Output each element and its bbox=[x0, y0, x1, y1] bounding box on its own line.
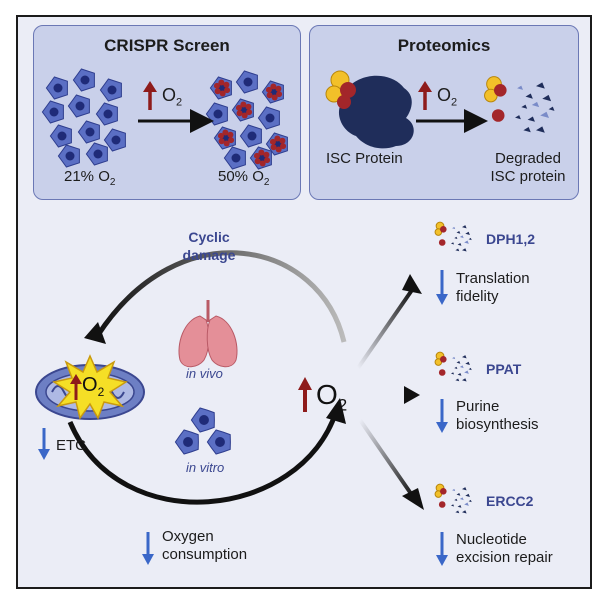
damaged-cell-icon bbox=[261, 80, 284, 104]
cell-icon bbox=[99, 78, 122, 102]
cell-icon bbox=[257, 106, 280, 130]
hyperoxia-cell-cluster bbox=[205, 70, 288, 170]
in-vivo-label: in vivo bbox=[186, 366, 223, 381]
proteomics-box: Proteomics bbox=[309, 25, 579, 200]
etc-down-arrow-icon bbox=[38, 428, 50, 460]
ppat-degraded-icon bbox=[434, 351, 472, 382]
cell-icon bbox=[223, 146, 246, 170]
cell-icon bbox=[190, 407, 215, 433]
cyclic-damage-arrow bbox=[95, 250, 347, 343]
lungs-icon bbox=[178, 300, 238, 368]
oxygen-consumption-down-arrow-icon bbox=[142, 532, 154, 565]
cell-icon bbox=[57, 144, 80, 168]
oxygen-consumption-arrowhead bbox=[326, 398, 346, 424]
proteomics-title: Proteomics bbox=[397, 36, 491, 55]
in-vitro-label: in vitro bbox=[186, 460, 225, 475]
cell-icon bbox=[239, 124, 262, 148]
arrowhead-ercc2 bbox=[402, 488, 424, 510]
cell-icon bbox=[95, 102, 118, 126]
oxygen-consumption-arrow bbox=[67, 411, 339, 505]
normoxia-cell-cluster bbox=[41, 68, 126, 168]
normoxia-label: 21% O2 bbox=[64, 168, 116, 188]
ppat-gene-label: PPAT bbox=[486, 361, 522, 377]
isc-protein-icon bbox=[325, 70, 414, 149]
center-o2-label: O2 bbox=[316, 379, 348, 415]
crispr-o2-label: O2 bbox=[162, 85, 183, 109]
arrow-to-ercc2 bbox=[358, 418, 416, 500]
damaged-cell-icon bbox=[231, 98, 254, 122]
cell-icon bbox=[85, 142, 108, 166]
cell-icon bbox=[67, 94, 90, 118]
mitochondrion-icon bbox=[35, 354, 145, 420]
purine-down-arrow-icon bbox=[436, 399, 448, 433]
ercc2-gene-label: ERCC2 bbox=[486, 493, 534, 509]
mitochondria-o2-label: O2 bbox=[82, 374, 105, 399]
ercc2-degraded-icon bbox=[434, 483, 472, 514]
damaged-cell-icon bbox=[213, 126, 236, 150]
cyclic-damage-arrowhead bbox=[84, 322, 106, 344]
crispr-screen-title: CRISPR Screen bbox=[104, 36, 230, 55]
translation-down-arrow-icon bbox=[436, 270, 448, 305]
oxidative-burst-icon bbox=[52, 354, 128, 420]
arrowhead-dph bbox=[402, 274, 422, 294]
cell-icon bbox=[205, 102, 228, 126]
damaged-cell-icon bbox=[209, 76, 232, 100]
cell-icon bbox=[41, 100, 64, 124]
cell-icon bbox=[206, 429, 231, 455]
oxygen-up-arrow-icon bbox=[298, 377, 312, 412]
arrowhead-ppat bbox=[404, 386, 420, 404]
isc-protein-label: ISC Protein bbox=[326, 150, 403, 167]
cell-icon bbox=[77, 120, 100, 144]
dph-degraded-icon bbox=[434, 221, 472, 252]
cell-icon bbox=[235, 70, 258, 94]
arrow-to-dph bbox=[356, 288, 414, 370]
cell-icon bbox=[174, 429, 199, 455]
damaged-cell-icon bbox=[249, 146, 272, 170]
oxygen-up-arrow-icon bbox=[418, 81, 432, 110]
cell-icon bbox=[103, 128, 126, 152]
hyperoxia-label: 50% O2 bbox=[218, 168, 270, 188]
etc-label: ETC bbox=[56, 437, 86, 454]
in-vitro-cells-icon bbox=[174, 407, 231, 455]
oxygen-up-arrow-icon bbox=[143, 81, 157, 110]
degraded-protein-icon bbox=[484, 76, 555, 133]
proteomics-o2-label: O2 bbox=[437, 85, 458, 109]
cell-icon bbox=[45, 76, 68, 100]
cell-icon bbox=[72, 68, 95, 92]
dph-gene-label: DPH1,2 bbox=[486, 231, 536, 247]
cell-icon bbox=[49, 124, 72, 148]
damaged-cell-icon bbox=[265, 132, 288, 156]
repair-down-arrow-icon bbox=[436, 532, 448, 566]
